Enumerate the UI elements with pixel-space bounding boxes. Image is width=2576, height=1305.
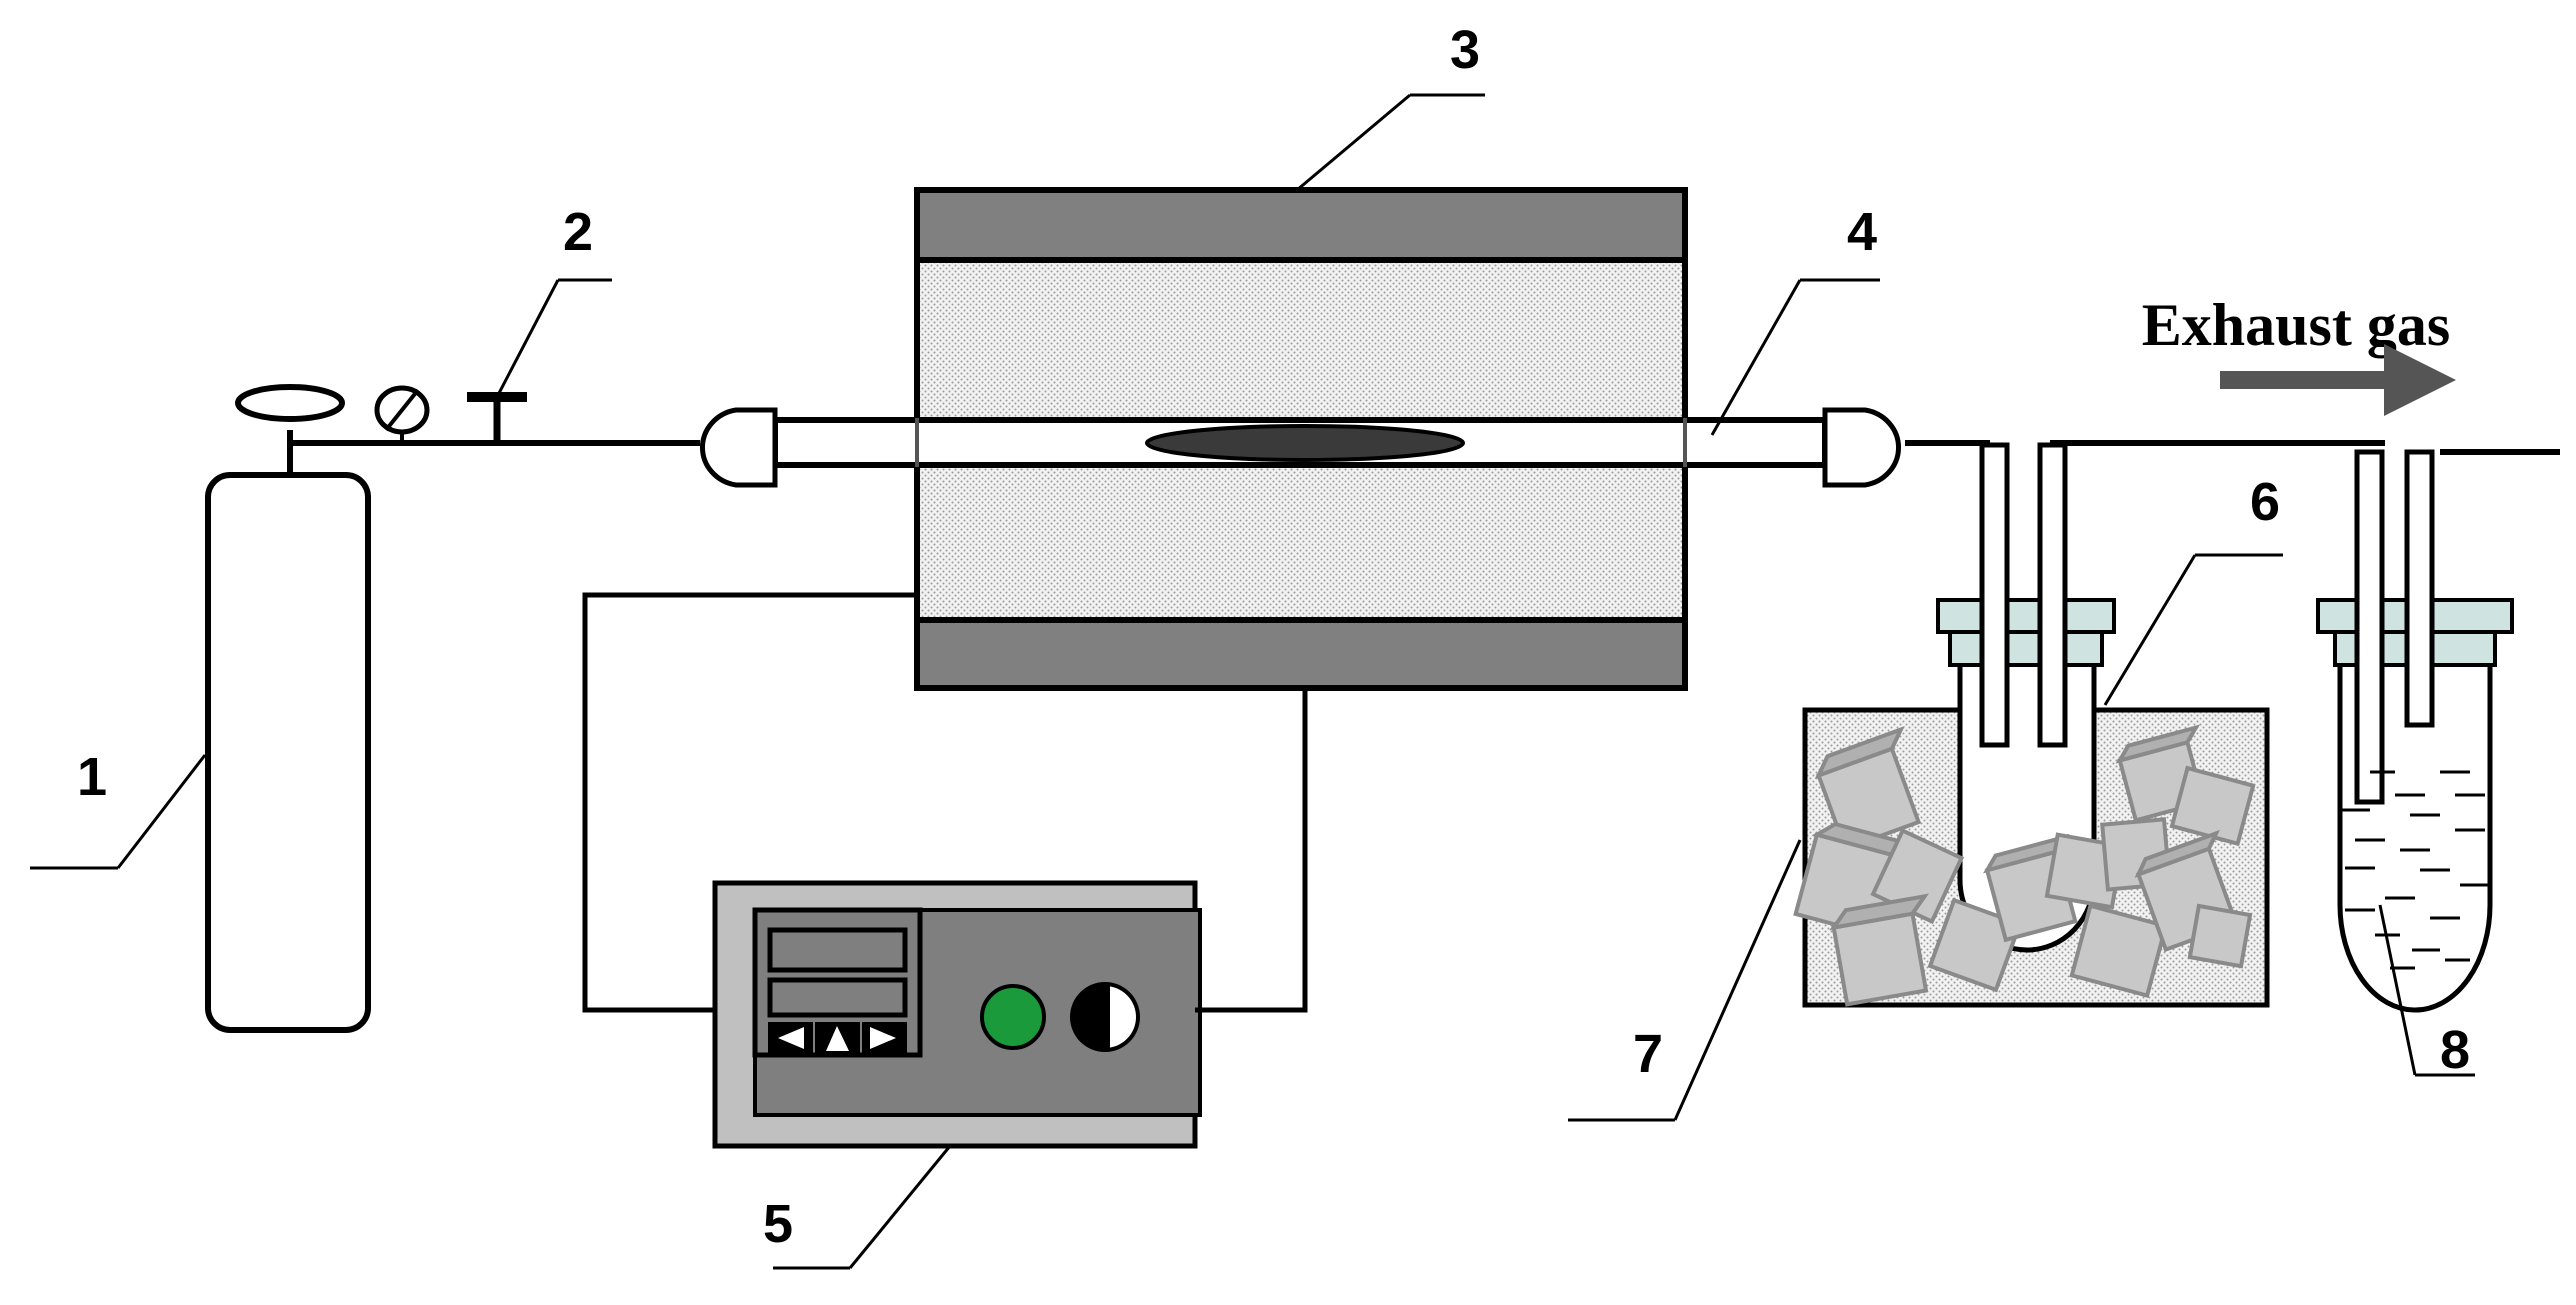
tube-furnace: [914, 187, 1688, 691]
power-button-icon[interactable]: [980, 984, 1046, 1050]
label-7: 7: [1633, 1024, 1663, 1084]
gas-cylinder: [205, 384, 371, 1033]
label-1-leader: [30, 754, 207, 870]
up-arrow-button-icon[interactable]: [815, 1022, 860, 1054]
cold-trap-stopper: [1948, 628, 2104, 667]
pressure-gauge-icon: [374, 385, 430, 443]
label-7-leader: [1568, 839, 1802, 1122]
flow-valve-icon: [467, 392, 527, 443]
label-6: 6: [2250, 472, 2280, 532]
exhaust-gas-label: Exhaust gas: [2142, 292, 2450, 358]
tube-end-cap-left: [699, 407, 778, 488]
label-1: 1: [77, 747, 107, 807]
controller-buttons[interactable]: [768, 1022, 907, 1054]
label-5-leader: [773, 1145, 952, 1270]
ice-cubes: [1793, 724, 2256, 1007]
power-wire: [1195, 688, 1308, 1013]
absorption-bottle: [2316, 449, 2514, 1013]
label-2-leader: [495, 278, 612, 398]
label-3-leader: [1296, 93, 1485, 192]
thermocouple-wire: [582, 592, 917, 1013]
label-3: 3: [1450, 20, 1480, 80]
label-5: 5: [763, 1194, 793, 1254]
label-2: 2: [563, 202, 593, 262]
right-arrow-button-icon[interactable]: [862, 1022, 907, 1054]
selector-knob-icon[interactable]: [1070, 982, 1140, 1052]
label-4-leader: [1710, 278, 1880, 436]
sample-boat: [1145, 424, 1465, 462]
left-arrow-button-icon[interactable]: [768, 1022, 813, 1054]
tube-end-cap-right: [1822, 407, 1902, 488]
label-8-leader: [2378, 904, 2475, 1077]
cylinder-valve-wheel-icon: [235, 384, 345, 422]
label-6-leader: [2103, 553, 2283, 706]
label-4: 4: [1847, 202, 1877, 262]
label-8: 8: [2440, 1020, 2470, 1080]
